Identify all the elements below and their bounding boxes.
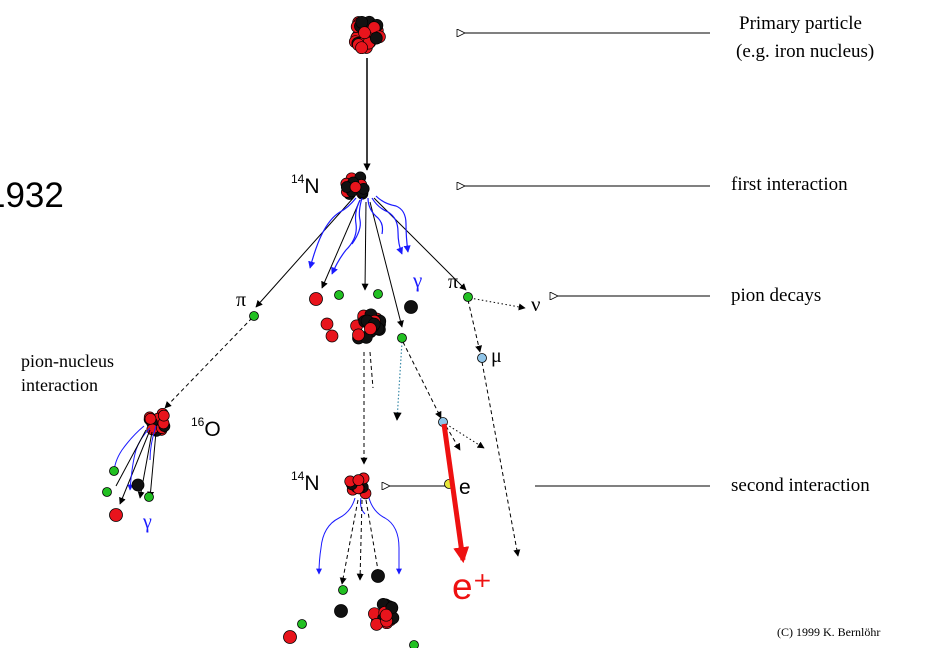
pion-left-dot: [249, 311, 259, 321]
bottom-pion-dot-2: [297, 619, 307, 629]
e-symbol: e: [459, 476, 471, 499]
copyright-label: (C) 1999 K. Bernlöhr: [777, 625, 881, 639]
o16-pion-dot-2: [102, 487, 112, 497]
n14-bottom-symbol: N: [304, 472, 320, 495]
gamma-top-symbol: γ: [413, 268, 423, 292]
teal-dotted-track: [393, 341, 403, 421]
n14-bottom-mass: 14: [291, 469, 305, 483]
mu-symbol: μ: [491, 345, 502, 367]
electron-decay-track: [445, 425, 461, 451]
bottom-pion-dot-3: [409, 640, 419, 648]
o16-symbol: O: [204, 418, 221, 441]
pion-right-dot: [463, 292, 473, 302]
label-pion-nucleus-line2: interaction: [21, 375, 98, 395]
n14-bottom-label: 14N: [291, 469, 320, 495]
nucleon-ball: [352, 328, 365, 342]
positron-label: e⁺: [452, 566, 493, 607]
n14-top-mass: 14: [291, 172, 305, 186]
pion-centre-to-electron-track: [402, 341, 442, 419]
fragment-nucleus-bottom: [368, 598, 400, 631]
nucleon-black-dot-1: [404, 300, 418, 314]
label-second-interaction: second interaction: [731, 475, 870, 496]
nucleon-ball: [325, 329, 339, 343]
nucleon-ball: [379, 608, 393, 622]
side-year-label: 1932: [0, 176, 64, 215]
n14-top-label: 14N: [291, 172, 320, 198]
label-pion-nucleus-line1: pion-nucleus: [21, 351, 114, 371]
bottom-black-dot-1: [371, 569, 385, 583]
bottom-black-dot-2: [334, 604, 348, 618]
muon-to-ground-track: [481, 361, 521, 557]
o16-mass: 16: [191, 415, 205, 429]
neutrino-track-2: [445, 423, 485, 449]
o16-label: 16O: [191, 415, 221, 441]
muon-dot: [477, 353, 487, 363]
nucleon-ball: [352, 474, 365, 486]
pi-left-symbol: π: [236, 289, 247, 311]
o16-pion-dot-1: [109, 466, 119, 476]
secondary-nucleus-fragment: [320, 308, 387, 345]
gamma-tracks-top: [308, 195, 411, 275]
pion-dot-3: [373, 289, 383, 299]
oxygen-16-nucleus: [143, 407, 171, 437]
nucleon-ball: [349, 181, 362, 193]
nucleon-ball: [144, 413, 157, 425]
nucleon-ball: [157, 409, 170, 422]
nucleon-ball: [364, 322, 377, 335]
label-pointers: [390, 33, 710, 486]
nucleon-ball: [320, 317, 334, 331]
pion-dot-2: [334, 290, 344, 300]
o16-pion-dot-3: [144, 492, 154, 502]
neutrino-track: [469, 297, 526, 311]
o16-product-tracks: [113, 425, 157, 505]
second-interaction-nucleus: [344, 472, 372, 500]
primary-iron-nucleus: [348, 15, 386, 55]
second-interaction-tracks: [316, 497, 402, 585]
pion-dot-4: [397, 333, 407, 343]
nucleon-ball: [358, 26, 371, 40]
bottom-red-dot: [283, 630, 297, 644]
gamma-bottom-left-symbol: γ: [143, 511, 152, 533]
first-interaction-tracks: [255, 195, 467, 328]
central-down-track-2: [369, 351, 374, 389]
decay-tracks: [164, 299, 521, 557]
first-interaction-nucleus: [340, 171, 370, 200]
positron-highlight-arrow: [441, 423, 470, 564]
nucleon-red-dot-1: [309, 292, 323, 306]
label-pion-decays: pion decays: [731, 285, 822, 306]
bottom-pion-dot-1: [338, 585, 348, 595]
o16-black-dot: [131, 478, 145, 492]
n14-top-symbol: N: [304, 175, 320, 198]
nucleon-ball: [369, 31, 383, 45]
nu-symbol: ν: [531, 292, 541, 316]
pion-right-to-muon-track: [467, 299, 482, 353]
pion-left-to-nucleus-track: [164, 317, 253, 409]
label-first-interaction: first interaction: [731, 174, 848, 195]
label-primary-line2: (e.g. iron nucleus): [736, 41, 875, 62]
pi-right-symbol: π: [448, 271, 459, 293]
o16-red-dot: [109, 508, 123, 522]
label-primary-line1: Primary particle: [739, 13, 862, 34]
nucleon-ball: [355, 41, 368, 55]
